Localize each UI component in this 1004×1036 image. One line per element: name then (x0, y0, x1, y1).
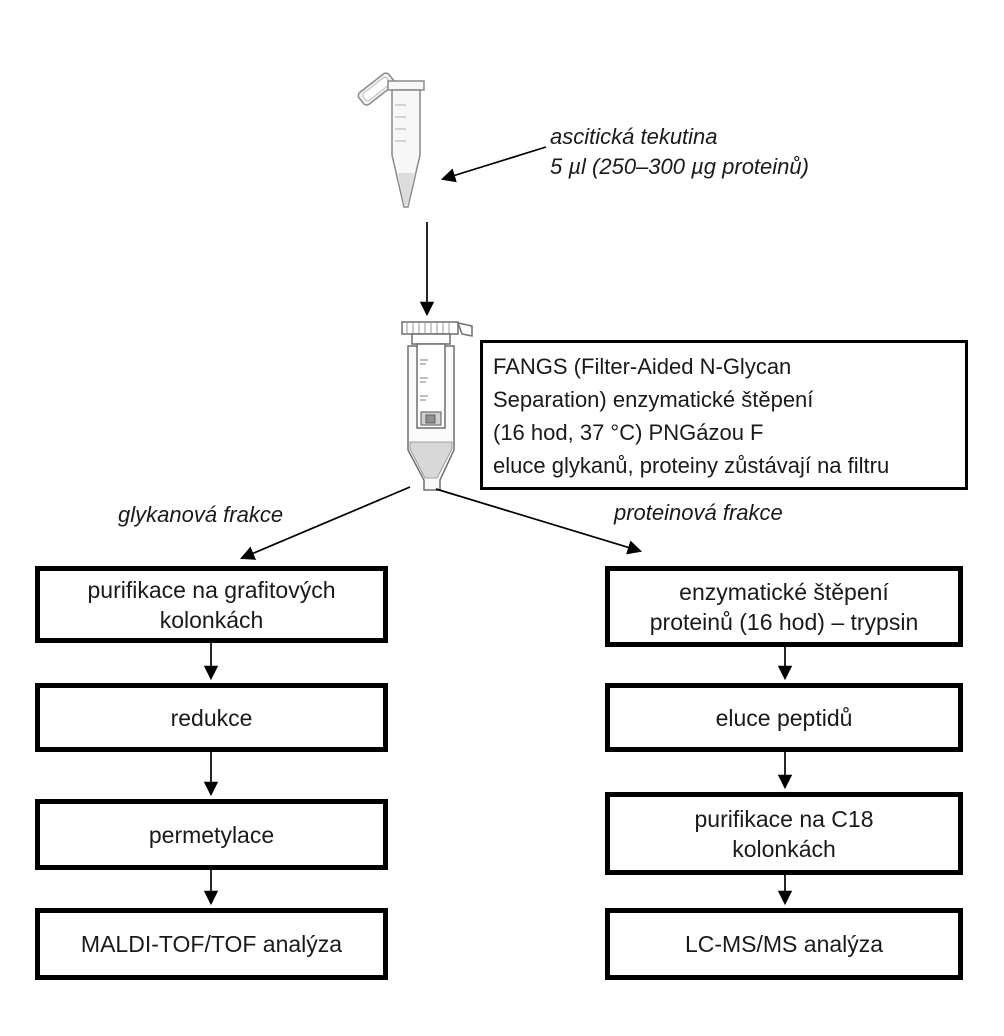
fangs-description-box: FANGS (Filter-Aided N-Glycan Separation)… (480, 340, 968, 490)
tube-cap (357, 72, 396, 106)
branch-label-protein: proteinová frakce (614, 500, 783, 525)
fangs-line-1: FANGS (Filter-Aided N-Glycan (493, 354, 792, 379)
microcentrifuge-tube-icon (357, 72, 425, 208)
step-box-purification-graphite: purifikace na grafitových kolonkách (35, 566, 388, 643)
fangs-line-4: eluce glykanů, proteiny zůstávají na fil… (493, 453, 890, 478)
sample-label: ascitická tekutina 5 µl (250–300 µg prot… (550, 124, 809, 179)
arrow-label-to-tube (440, 146, 547, 183)
step-box-purification-c18: purifikace na C18 kolonkách (605, 792, 963, 875)
step-box-lcms-analysis: LC-MS/MS analýza (605, 908, 963, 980)
step-box-trypsin-digestion: enzymatické štěpení proteinů (16 hod) – … (605, 566, 963, 647)
fangs-line-2: Separation) enzymatické štěpení (493, 387, 814, 412)
spin-filter-column-icon (401, 321, 473, 491)
lid-tab (456, 321, 473, 337)
fangs-line-3: (16 hod, 37 °C) PNGázou F (493, 420, 764, 445)
branch-label-glycan: glykanová frakce (118, 502, 284, 527)
step-box-permethylation: permetylace (35, 799, 388, 870)
step-box-peptide-elution: eluce peptidů (605, 683, 963, 752)
step-box-reduction: redukce (35, 683, 388, 752)
step-box-maldi-analysis: MALDI-TOF/TOF analýza (35, 908, 388, 980)
